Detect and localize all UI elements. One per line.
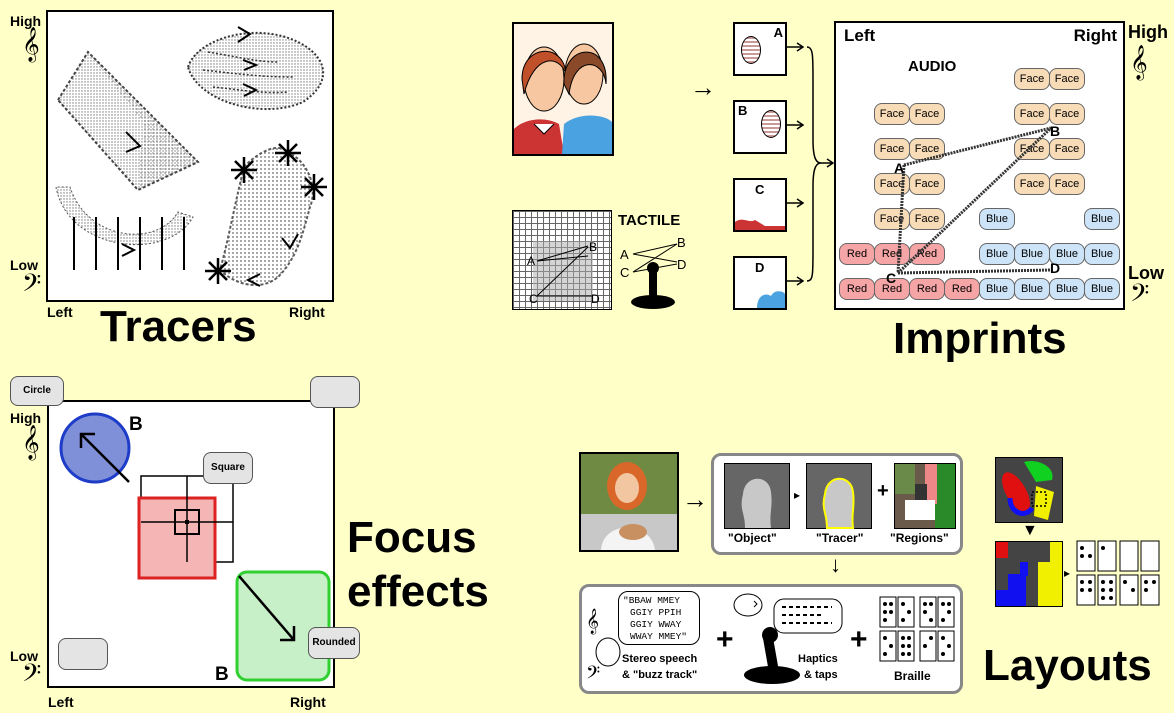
- leaf-shape: [186, 26, 324, 110]
- outputs-box: 𝄞 𝄢 "BBAW MMEY GGIY PPIH GGIY WWAY WWAY …: [579, 584, 963, 694]
- point-c: C: [886, 270, 896, 286]
- arrow-right-icon: →: [690, 72, 716, 102]
- faces-image: [512, 22, 614, 156]
- layout-grid-image: [995, 541, 1063, 607]
- audio-left-label: Left: [844, 26, 876, 45]
- stereo-label-2: & "buzz track": [622, 669, 698, 681]
- tactile-a: A: [527, 254, 535, 268]
- svg-text:C: C: [620, 265, 629, 280]
- tracers-panel: [46, 10, 334, 302]
- bass-clef-icon: 𝄢: [1130, 279, 1150, 314]
- plus-icon: +: [877, 480, 889, 502]
- tracers-low-label: Low: [10, 257, 38, 273]
- tracers-left-label: Left: [47, 304, 73, 320]
- svg-text:D: D: [677, 257, 686, 272]
- tracers-title: Tracers: [100, 302, 257, 351]
- small-arrow-icon: ▸: [1064, 566, 1071, 580]
- treble-clef-icon: 𝄞: [1130, 45, 1148, 80]
- girl-illustration: [581, 454, 677, 550]
- haptics-label-1: Haptics: [798, 653, 838, 665]
- imprints-title: Imprints: [893, 314, 1067, 363]
- svg-text:B: B: [677, 235, 686, 250]
- object-image: [724, 463, 790, 529]
- svg-text:A: A: [620, 247, 629, 262]
- circle-bubble: Circle: [10, 376, 64, 406]
- square-bubble: Square: [203, 452, 253, 484]
- tactile-label: TACTILE: [618, 212, 681, 229]
- tracers-right-label: Right: [289, 304, 325, 320]
- audio-right-label: Right: [1073, 26, 1117, 45]
- thumb-a: A: [733, 22, 787, 76]
- layout-braille-cells: [1076, 540, 1160, 606]
- tactile-b: B: [589, 240, 597, 254]
- object-label: "Object": [728, 531, 777, 545]
- haptics-label-2: & taps: [804, 669, 838, 681]
- thumb-d: D: [733, 256, 787, 310]
- thumb-connectors: [787, 42, 835, 286]
- layouts-title: Layouts: [983, 641, 1152, 690]
- tactile-grid: A B C D: [512, 210, 612, 310]
- faces-illustration: [514, 24, 612, 154]
- treble-clef-icon: 𝄞: [586, 609, 600, 634]
- bass-clef-icon: 𝄢: [586, 663, 601, 688]
- tracers-drawing: [55, 26, 327, 287]
- focus-low-label: Low: [10, 648, 38, 664]
- tracer-image: [806, 463, 872, 529]
- small-arrow-icon: ▸: [794, 488, 801, 502]
- imprints-low-label: Low: [1128, 263, 1164, 283]
- focus-drawing: [59, 412, 331, 682]
- focus-high-label: High: [10, 410, 42, 426]
- arrow-right-icon: →: [682, 484, 708, 514]
- thumb-c: C: [733, 178, 787, 232]
- blob-shape: [205, 140, 327, 287]
- audio-label: AUDIO: [908, 58, 957, 75]
- plus-icon: +: [716, 623, 734, 656]
- bowtie-shape: [56, 50, 200, 192]
- treble-clef-icon: 𝄞: [22, 425, 40, 460]
- speech-bubble: "BBAW MMEY GGIY PPIH GGIY WWAY WWAY MMEY…: [618, 591, 700, 645]
- point-a: A: [894, 160, 904, 176]
- rounded-bubble: Rounded: [308, 627, 360, 659]
- tracers-high-label: High: [10, 13, 42, 29]
- focus-right-label: Right: [290, 694, 326, 710]
- thumb-b: B: [733, 100, 787, 154]
- girl-photo: [579, 452, 679, 552]
- layout-regions-image: [995, 457, 1063, 523]
- stereo-label-1: Stereo speech: [622, 653, 698, 665]
- arc-shape: [55, 186, 194, 270]
- empty-bubble-top: [310, 376, 360, 408]
- regions-label: "Regions": [890, 531, 949, 545]
- plus-icon: +: [850, 623, 868, 656]
- focus-b-top: B: [129, 414, 143, 435]
- extraction-box: ▸ + "Object" "Tracer" "Regions": [711, 453, 963, 555]
- bass-clef-icon: 𝄢: [22, 659, 42, 694]
- braille-label: Braille: [894, 669, 931, 683]
- tactile-lines: A B C D: [527, 240, 600, 306]
- bass-clef-icon: 𝄢: [22, 269, 42, 304]
- focus-left-label: Left: [48, 694, 74, 710]
- tactile-c: C: [529, 292, 538, 306]
- tracer-label: "Tracer": [816, 531, 864, 545]
- square-shape: [137, 496, 217, 580]
- focus-title-line2: effects: [347, 567, 489, 616]
- tactile-joystick-diagram: A B C D: [620, 235, 686, 309]
- empty-bubble-bottom: [58, 638, 108, 670]
- regions-image: [894, 463, 956, 529]
- audio-panel: Left Right AUDIO Face Face Face Face Fac…: [834, 21, 1125, 310]
- braille-cells: [879, 596, 955, 662]
- tactile-d: D: [591, 292, 600, 306]
- focus-b-bottom: B: [215, 664, 229, 685]
- arrow-down-icon: ▼: [1022, 522, 1038, 539]
- focus-title-line1: Focus: [347, 513, 477, 562]
- haptics-joystick: [733, 593, 843, 684]
- imprint-paths: A B C D: [886, 123, 1060, 286]
- imprints-high-label: High: [1128, 22, 1168, 42]
- treble-clef-icon: 𝄞: [22, 27, 40, 62]
- arrow-down-icon: ↓: [830, 552, 841, 577]
- point-d: D: [1050, 260, 1060, 276]
- point-b: B: [1050, 123, 1060, 139]
